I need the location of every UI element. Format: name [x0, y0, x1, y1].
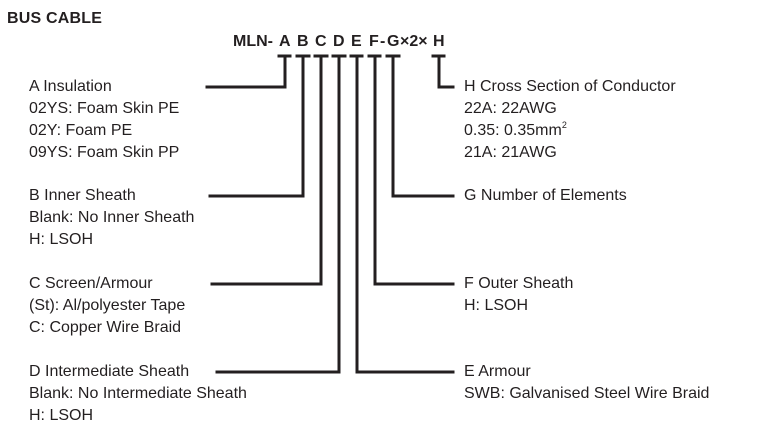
option-h-2: 0.35: 0.35mm2 [464, 120, 676, 142]
code-letter-h: H [433, 33, 445, 50]
section-d-intermediate-sheath: D Intermediate Sheath Blank: No Intermed… [29, 361, 247, 427]
section-c-screen-armour: C Screen/Armour (St): Al/polyester Tape … [29, 273, 185, 339]
option-a-1: 02YS: Foam Skin PE [29, 100, 180, 117]
section-g-elements: G Number of Elements [464, 185, 627, 207]
diagram-title: BUS CABLE [7, 10, 103, 27]
connector-f [373, 54, 455, 286]
connector-a [205, 54, 287, 89]
code-separator: - [380, 33, 386, 50]
section-e-armour: E Armour SWB: Galvanised Steel Wire Brai… [464, 361, 709, 405]
code-prefix: MLN- [233, 33, 273, 50]
option-a-3: 09YS: Foam Skin PP [29, 144, 180, 161]
connector-g [391, 54, 455, 198]
option-d-1: Blank: No Intermediate Sheath [29, 385, 247, 402]
connector-e [355, 54, 455, 374]
code-letter-f: F [369, 33, 379, 50]
code-letter-d: D [333, 33, 345, 50]
heading-a: A Insulation [29, 78, 112, 95]
option-h-2-superscript: 2 [561, 120, 567, 130]
heading-e: E Armour [464, 363, 531, 380]
connector-b [208, 54, 305, 198]
option-c-2: C: Copper Wire Braid [29, 319, 182, 336]
code-multiplier: ×2× [400, 33, 428, 50]
section-a-insulation: A Insulation 02YS: Foam Skin PE 02Y: Foa… [29, 76, 179, 164]
connector-d [215, 54, 341, 374]
code-letter-e: E [351, 33, 362, 50]
option-h-2-text: 0.35: 0.35mm [464, 122, 562, 139]
option-c-1: (St): Al/polyester Tape [29, 297, 186, 314]
option-h-1: 22A: 22AWG [464, 100, 557, 117]
option-e-1: SWB: Galvanised Steel Wire Braid [464, 385, 710, 402]
code-letter-b: B [297, 33, 309, 50]
code-letter-g: G [387, 33, 400, 50]
option-f-1: H: LSOH [464, 297, 529, 314]
heading-b: B Inner Sheath [29, 187, 136, 204]
code-letter-a: A [279, 33, 291, 50]
heading-g: G Number of Elements [464, 187, 627, 204]
section-h-cross-section: H Cross Section of Conductor 22A: 22AWG … [464, 76, 676, 164]
section-f-outer-sheath: F Outer Sheath H: LSOH [464, 273, 573, 317]
option-b-2: H: LSOH [29, 231, 94, 248]
connector-c [210, 54, 323, 286]
heading-f: F Outer Sheath [464, 275, 574, 292]
heading-h: H Cross Section of Conductor [464, 78, 676, 95]
code-letter-c: C [315, 33, 327, 50]
section-b-inner-sheath: B Inner Sheath Blank: No Inner Sheath H:… [29, 185, 194, 251]
heading-d: D Intermediate Sheath [29, 363, 190, 380]
option-d-2: H: LSOH [29, 407, 94, 424]
connector-h [437, 54, 455, 89]
heading-c: C Screen/Armour [29, 275, 153, 292]
option-h-3: 21A: 21AWG [464, 144, 557, 161]
option-b-1: Blank: No Inner Sheath [29, 209, 195, 226]
option-a-2: 02Y: Foam PE [29, 122, 133, 139]
